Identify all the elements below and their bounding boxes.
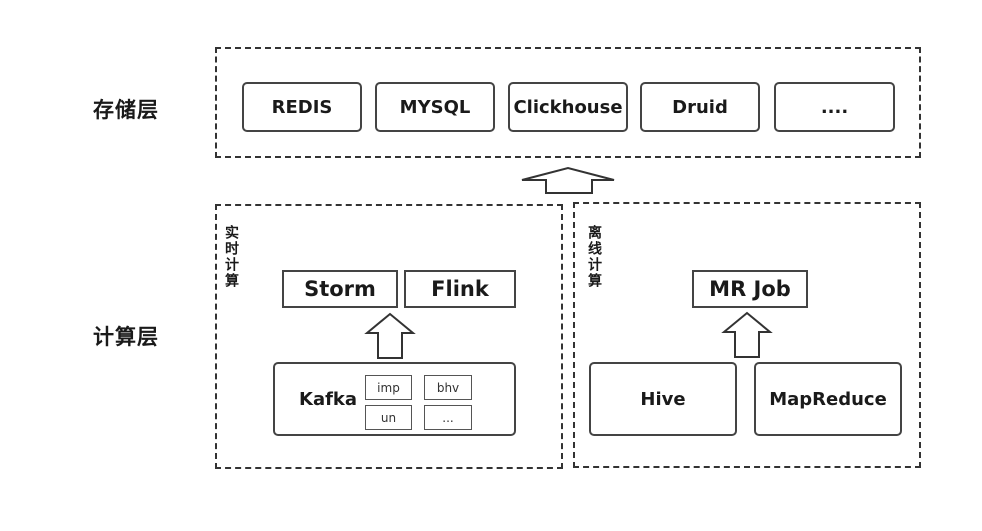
storage-layer-label: 存储层 — [93, 98, 159, 122]
offline-compute-container — [573, 202, 921, 468]
realtime-compute-container — [215, 204, 563, 469]
engine-flink: Flink — [404, 270, 516, 308]
topic-more: ... — [424, 405, 472, 430]
topic-bhv: bhv — [424, 375, 472, 400]
realtime-compute-title: 实时计算 — [223, 225, 239, 289]
compute-layer-label: 计算层 — [93, 325, 159, 349]
storage-redis: REDIS — [242, 82, 362, 132]
engine-storm: Storm — [282, 270, 398, 308]
mr-job: MR Job — [692, 270, 808, 308]
storage-more: .... — [774, 82, 895, 132]
kafka-label: Kafka — [299, 389, 358, 410]
storage-clickhouse: Clickhouse — [508, 82, 628, 132]
source-mapreduce: MapReduce — [754, 362, 902, 436]
storage-layer-container — [215, 47, 921, 158]
storage-mysql: MYSQL — [375, 82, 495, 132]
storage-druid: Druid — [640, 82, 760, 132]
offline-compute-title: 离线计算 — [586, 225, 602, 289]
topic-imp: imp — [365, 375, 412, 400]
topic-un: un — [365, 405, 412, 430]
source-hive: Hive — [589, 362, 737, 436]
